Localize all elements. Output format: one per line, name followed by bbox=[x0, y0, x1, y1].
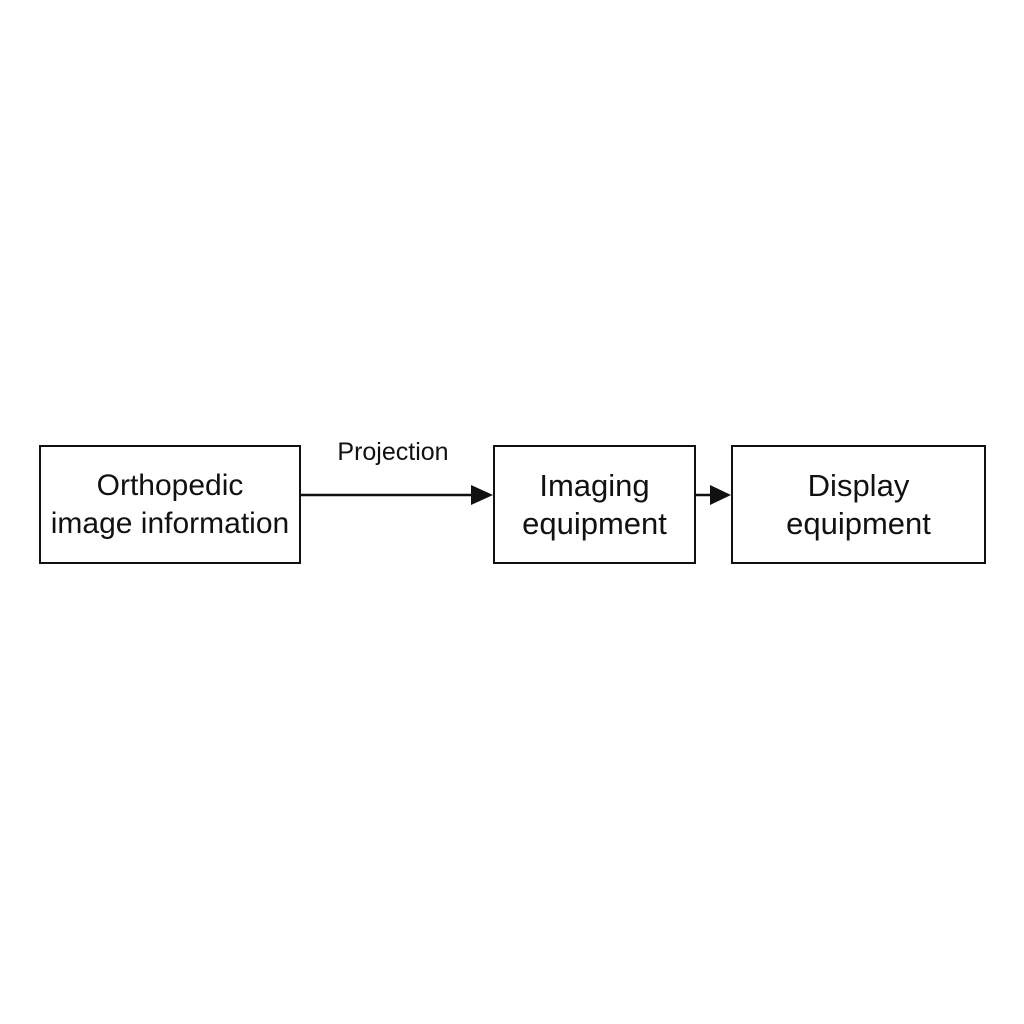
node-orthopedic-image-information: Orthopedic image information bbox=[39, 445, 301, 564]
arrow-imaging-to-display bbox=[696, 485, 731, 505]
node-label-line: Orthopedic bbox=[96, 468, 244, 502]
node-display-equipment: Display equipment bbox=[731, 445, 986, 564]
node-label-line: Imaging bbox=[539, 467, 650, 503]
arrowhead-icon bbox=[471, 485, 493, 505]
node-label-line: equipment bbox=[522, 505, 667, 541]
arrow-orthopedic-to-imaging bbox=[301, 485, 493, 505]
edge-label-projection: Projection bbox=[337, 438, 449, 466]
node-label-line: equipment bbox=[786, 505, 931, 541]
arrowhead-icon bbox=[710, 485, 731, 505]
node-imaging-equipment: Imaging equipment bbox=[493, 445, 696, 564]
node-label-line: Display bbox=[807, 467, 910, 503]
node-label-line: image information bbox=[50, 506, 290, 540]
